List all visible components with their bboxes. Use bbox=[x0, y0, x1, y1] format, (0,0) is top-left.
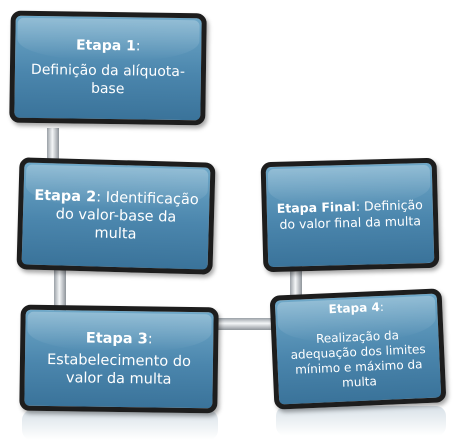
reflection-step-4 bbox=[276, 406, 446, 436]
step-3-title: Etapa 3 bbox=[85, 330, 148, 348]
step-1-text: Definição da alíquota-base bbox=[30, 62, 186, 97]
step-final-content: Etapa Final: Definição do valor final da… bbox=[275, 197, 426, 232]
step-2-separator: : bbox=[95, 189, 102, 206]
step-1-box: Etapa 1: Definição da alíquota-base bbox=[9, 10, 207, 126]
step-final-box: Etapa Final: Definição do valor final da… bbox=[260, 157, 440, 273]
step-1-heading: Etapa 1: bbox=[76, 37, 141, 55]
step-2-content: Etapa 2: Identificação do valor-base da … bbox=[30, 186, 201, 245]
step-3-text: Estabelecimento do valor da multa bbox=[46, 351, 191, 388]
step-4-title: Etapa 4 bbox=[328, 300, 381, 317]
step-3-heading: Etapa 3: bbox=[86, 329, 153, 348]
step-4-box: Etapa 4: Realização da adequação dos lim… bbox=[269, 288, 447, 410]
step-1-title: Etapa 1 bbox=[75, 37, 136, 55]
step-2-box: Etapa 2: Identificação do valor-base da … bbox=[16, 157, 216, 275]
step-final-separator: : bbox=[355, 199, 361, 215]
step-3-box: Etapa 3: Estabelecimento do valor da mul… bbox=[19, 304, 219, 414]
step-2-title: Etapa 2 bbox=[34, 187, 97, 206]
step-4-text: Realização da adequação dos limites míni… bbox=[290, 328, 426, 390]
step-final-title: Etapa Final bbox=[276, 199, 357, 217]
step-4-heading: Etapa 4: bbox=[328, 300, 384, 317]
step-1-separator: : bbox=[135, 38, 141, 55]
reflection-step-3 bbox=[22, 410, 218, 440]
connector-3-4 bbox=[218, 318, 278, 330]
step-3-separator: : bbox=[147, 331, 153, 348]
step-4-separator: : bbox=[379, 299, 385, 315]
